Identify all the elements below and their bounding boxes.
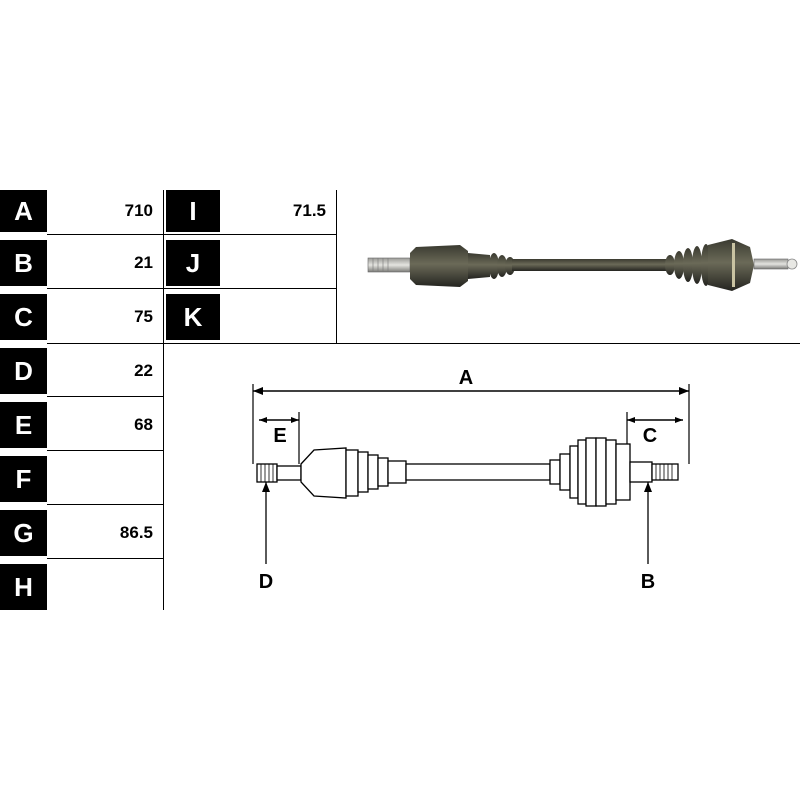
- value-a: 710: [124, 201, 153, 220]
- row-line: [47, 558, 163, 559]
- label-k: K: [166, 294, 220, 340]
- label-d: D: [0, 348, 47, 394]
- label-dim-e: E: [273, 425, 286, 447]
- value-c: 75: [134, 307, 153, 326]
- value-b: 21: [134, 253, 153, 272]
- label-b: B: [0, 240, 47, 286]
- value-k: [220, 294, 336, 340]
- spec-sheet: A B C D E F G H 710 21 75 22 68 86.5 I J…: [0, 190, 800, 610]
- label-dim-b: B: [641, 571, 655, 593]
- row-line: [47, 450, 163, 451]
- label-j: J: [166, 240, 220, 286]
- row-line: [47, 234, 336, 235]
- label-a: A: [0, 190, 47, 232]
- label-h: H: [0, 564, 47, 610]
- driveshaft-photo: [367, 239, 798, 291]
- divider-left-column: [163, 190, 164, 610]
- technical-drawing: A E C: [252, 367, 690, 593]
- label-dim-a: A: [459, 367, 473, 389]
- value-h: [47, 564, 163, 610]
- value-d: 22: [134, 361, 153, 380]
- label-dim-d: D: [259, 571, 273, 593]
- row-line: [47, 504, 163, 505]
- value-e: 68: [134, 415, 153, 434]
- row-line: [47, 288, 336, 289]
- row-line: [47, 343, 800, 344]
- divider-right-table: [336, 190, 337, 344]
- label-i: I: [166, 190, 220, 232]
- value-g: 86.5: [119, 523, 153, 542]
- label-dim-c: C: [643, 425, 657, 447]
- value-i: 71.5: [292, 201, 326, 220]
- row-line: [47, 396, 163, 397]
- label-e: E: [0, 402, 47, 448]
- value-f: [47, 456, 163, 502]
- label-f: F: [0, 456, 47, 502]
- value-j: [220, 240, 336, 286]
- label-g: G: [0, 510, 47, 556]
- label-c: C: [0, 294, 47, 340]
